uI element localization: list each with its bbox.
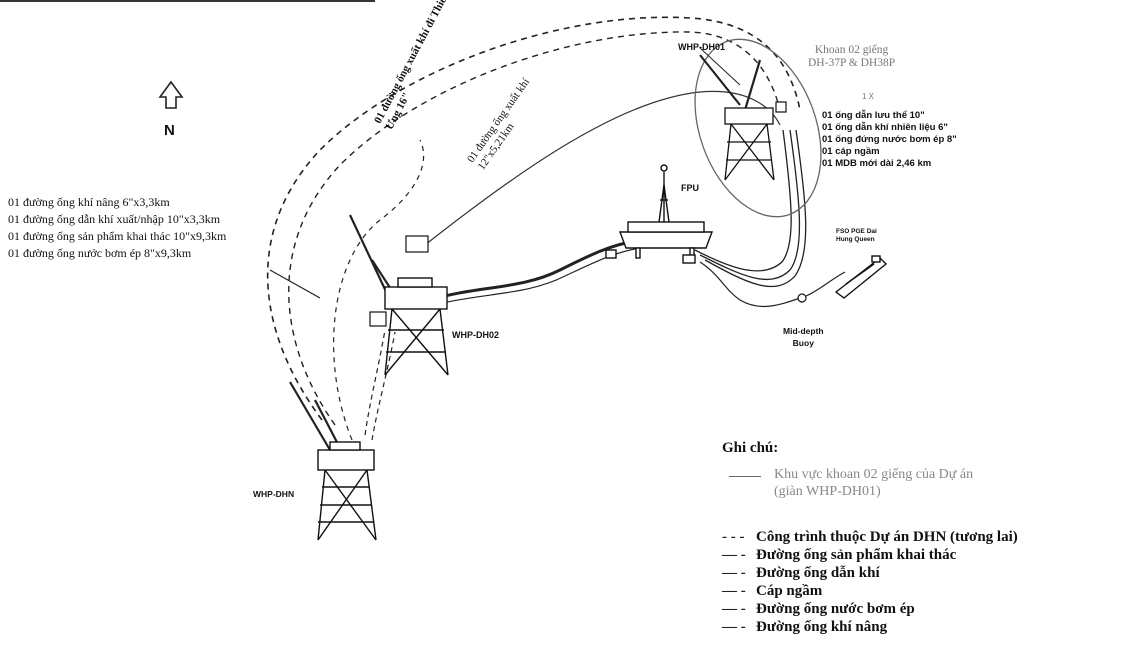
label-fpu: FPU [681,183,699,193]
legend-text-cable: Cáp ngầm [756,583,823,599]
fpu-vessel [605,164,714,264]
legend-symbol-gaslift: — - [722,619,746,635]
legend-text-gas: Đường ống dẫn khí [756,565,880,581]
drilling-title-line-1: Khoan 02 giếng [814,44,889,56]
label-buoy-line-2: Buoy [792,338,814,348]
pipeline-note-3: 01 đường ống sản phẩm khai thác 10"x9,3k… [8,229,227,243]
north-label: N [164,122,175,139]
label-buoy-line-1: Mid-depth [783,326,824,336]
legend-item-gaslift: — - Đường ống khí nâng [722,618,887,636]
legend-symbol-production: — - [722,547,746,563]
drilling-area-ellipse [694,38,822,218]
fso-tanker [834,255,888,299]
north-arrow-icon [158,80,184,109]
dh01-item-4: 01 cáp ngầm [822,146,880,157]
dh01-item-5: 01 MDB mới dài 2,46 km [822,158,932,169]
legend-item-future: - - - Công trình thuộc Dự án DHN (tương l… [722,528,1018,546]
drilling-title: Khoan 02 giếng DH-37P & DH38P [808,44,895,70]
future-pipeline-dhn-dh02-b [371,331,396,441]
label-whp-dh01: WHP-DH01 [678,42,726,52]
pipeline-note-4: 01 đường ống nước bơm ép 8"x9,3km [8,246,192,260]
legend-drilling-line-2: (giàn WHP-DH01) [774,484,881,499]
pipeline-fpu-dh01-1 [699,129,801,281]
drilling-title-line-2: DH-37P & DH38P [808,57,896,69]
legend-text-production: Đường ống sản phẩm khai thác [756,547,957,563]
legend-symbol-drilling [729,476,761,477]
legend-drilling-line-1: Khu vực khoan 02 giếng của Dự án [774,467,974,482]
legend-symbol-water: — - [722,601,746,617]
platform-whp-dh01 [724,107,775,181]
export-gas-pipeline [424,90,781,246]
label-buoy: Mid-depth Buoy [783,325,824,349]
subsea-markers [369,101,807,327]
future-pipeline-mid [333,139,425,441]
dh01-item-1: 01 ống dẫn lưu thể 10" [822,110,925,121]
pipeline-to-buoy [699,261,801,308]
legend-text-future: Công trình thuộc Dự án DHN (tương lai) [756,529,1018,545]
future-pipeline-inner [288,31,781,426]
label-whp-dh02: WHP-DH02 [452,330,500,340]
leader-line-dh01 [699,47,741,86]
legend-text-gaslift: Đường ống khí nâng [756,619,888,635]
legend-drilling-area: Khu vực khoan 02 giếng của Dự án (giàn W… [774,466,973,500]
legend-item-water: — - Đường ống nước bơm ép [722,600,915,618]
legend-symbol-gas: — - [722,565,746,581]
label-fso-line-2: Hung Queen [836,236,875,243]
corner-mark: 1 X [862,92,875,101]
leader-line-left [269,269,321,299]
label-fso-line-1: FSO PGE Dai [836,228,877,235]
pipeline-buoy-fso [805,271,846,297]
legend-item-production: — - Đường ống sản phẩm khai thác [722,546,956,564]
platform-whp-dh02 [384,277,449,376]
legend-symbol-cable: — - [722,583,746,599]
legend-symbol-future: - - - [722,529,745,545]
pipeline-fpu-dh01-3 [694,129,792,272]
platform-whp-dhn [317,441,377,541]
legend-title: Ghi chú: [722,440,779,456]
label-fso: FSO PGE Dai Hung Queen [836,228,877,244]
legend-text-water: Đường ống nước bơm ép [756,601,915,617]
pipeline-dh02-fpu [429,238,641,302]
pipeline-fpu-dh01-2 [704,129,807,288]
label-whp-dhn: WHP-DHN [253,489,295,499]
dh01-item-3: 01 ống đứng nước bơm ép 8" [822,134,957,145]
pipeline-note-2: 01 đường ống dẫn khí xuất/nhập 10"x3,3km [8,212,221,226]
future-pipeline-dhn-dh02 [364,329,386,436]
future-pipeline-outer [266,16,801,421]
legend-item-gas: — - Đường ống dẫn khí [722,564,880,582]
pipeline-note-1: 01 đường ống khí nâng 6"x3,3km [8,195,170,209]
legend-item-cable: — - Cáp ngầm [722,582,822,600]
dh01-item-2: 01 ống dẫn khí nhiên liệu 6" [822,122,948,133]
